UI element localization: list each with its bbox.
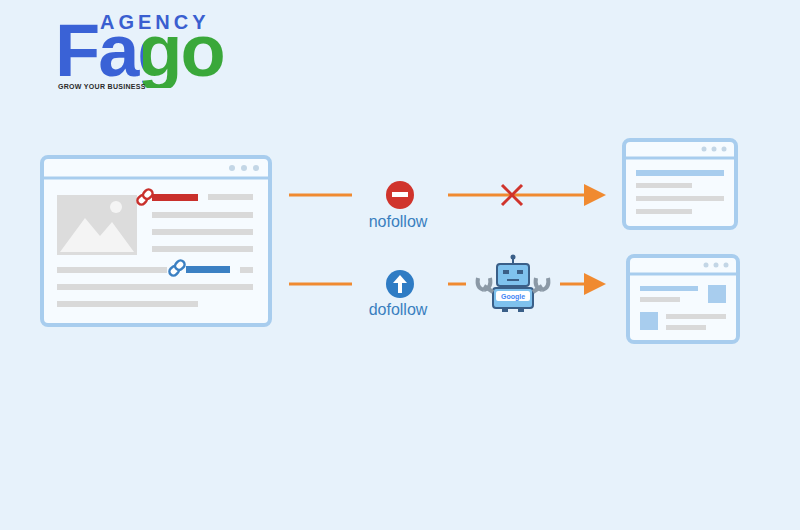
- target-page: [628, 256, 738, 342]
- crawler-robot: [478, 255, 549, 313]
- nofollow-path: [289, 181, 606, 209]
- source-page: [42, 157, 270, 325]
- robot-brand: Google: [501, 293, 525, 300]
- dofollow-path: [289, 270, 606, 298]
- nofollow-label: nofollow: [369, 214, 428, 230]
- logo-tagline: GROW YOUR BUSINESS: [58, 83, 146, 90]
- target-page: [624, 140, 736, 228]
- dofollow-label: dofollow: [369, 302, 428, 318]
- logo-wordmark: Fago: [55, 14, 224, 88]
